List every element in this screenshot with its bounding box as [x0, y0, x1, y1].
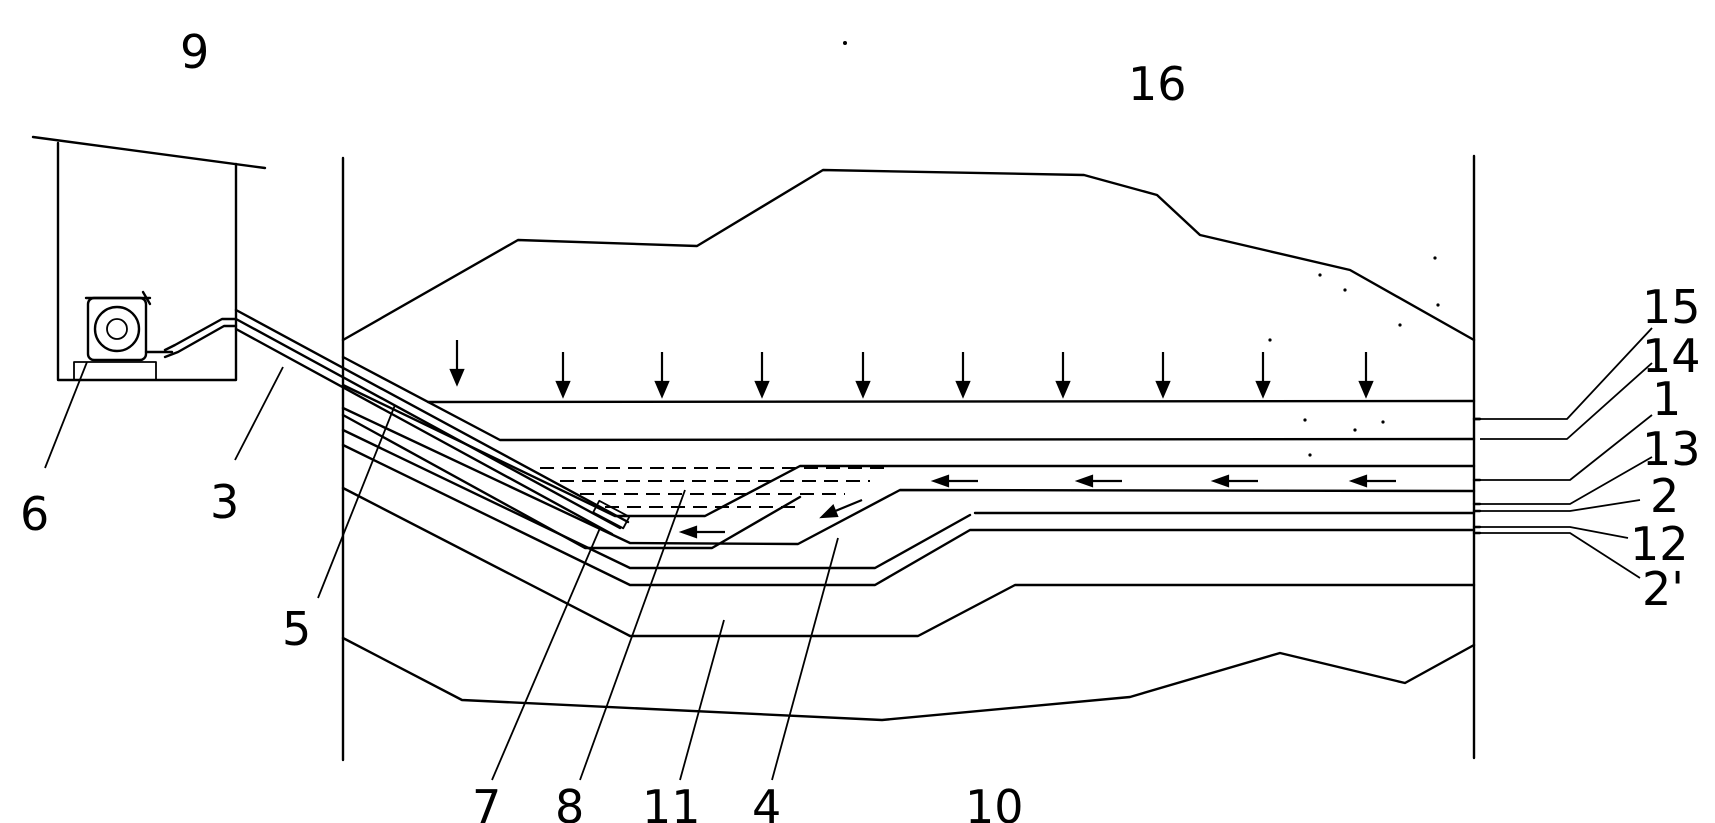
pump-house-roof: [31, 135, 267, 170]
down-arrow-icon: [754, 352, 770, 399]
inner-liner-bottom: [341, 413, 802, 550]
down-arrow-icon: [1255, 352, 1271, 399]
ground-line: [341, 636, 1476, 722]
leader-lines: [44, 327, 1653, 781]
base-layer-line: [341, 486, 1476, 638]
left-arrow-icon: [930, 474, 978, 488]
layer-12-lower-left: [341, 428, 972, 570]
left-arrow-icon: [1210, 474, 1258, 488]
label-2prime: 2': [1642, 562, 1684, 616]
leader-3: [234, 366, 284, 461]
label-3: 3: [210, 475, 239, 529]
down-arrow-icon: [1155, 352, 1171, 399]
down-arrow-icon: [855, 352, 871, 399]
label-16: 16: [1128, 57, 1187, 111]
label-5: 5: [282, 602, 311, 656]
label-14: 14: [1642, 329, 1701, 383]
waste-pile-outline: [341, 168, 1476, 342]
label-10: 10: [965, 780, 1024, 823]
leader-15: [1480, 327, 1653, 420]
layer-1-line: [341, 383, 1476, 518]
left-arrow-icon: [1074, 474, 1122, 488]
pump-house: [31, 135, 267, 382]
leader-5: [317, 404, 396, 599]
discharge-pipe: [163, 308, 631, 536]
pump-icon: [73, 290, 174, 381]
down-arrow-icon: [955, 352, 971, 399]
label-11: 11: [642, 780, 701, 823]
layer-13-line: [341, 406, 1476, 546]
inclined-pipe-bottom: [234, 327, 614, 536]
leader-11: [679, 619, 725, 781]
layer-15-line: [426, 399, 1476, 404]
leader-8: [579, 489, 686, 781]
down-arrow-icon: [1358, 352, 1374, 399]
pump-rotor: [93, 305, 141, 353]
left-arrow-icon: [819, 498, 863, 519]
speckle-dots: [843, 41, 1440, 457]
pump-riser-lower: [163, 324, 238, 359]
leader-4: [771, 537, 839, 781]
layer-12-line: [341, 443, 1476, 587]
leader-2prime: [1480, 532, 1641, 579]
down-arrow-icon: [1055, 352, 1071, 399]
flow-arrows: [678, 474, 1396, 539]
collection-zone: [540, 467, 888, 508]
label-4: 4: [752, 780, 781, 823]
pump-riser-upper: [163, 317, 238, 352]
down-arrow-icon: [449, 340, 465, 387]
label-2: 2: [1650, 469, 1679, 523]
label-7: 7: [472, 780, 501, 823]
pump-base: [73, 361, 157, 381]
inclined-pipe-mid: [234, 317, 622, 530]
pump-handle: [141, 290, 152, 306]
label-9: 9: [180, 25, 209, 79]
leader-12: [1480, 526, 1629, 539]
label-6: 6: [20, 487, 49, 541]
load-arrows: [449, 340, 1374, 399]
leader-13: [1480, 456, 1653, 505]
down-arrow-icon: [555, 352, 571, 399]
down-arrow-icon: [654, 352, 670, 399]
label-13: 13: [1642, 422, 1701, 476]
layer-14-line: [341, 355, 1476, 442]
label-12: 12: [1630, 517, 1689, 571]
pump-hub: [106, 318, 128, 340]
left-arrow-icon: [1348, 474, 1396, 488]
left-arrow-icon: [678, 525, 725, 539]
label-15: 15: [1642, 280, 1701, 334]
label-1: 1: [1652, 372, 1681, 426]
leader-7: [491, 527, 601, 781]
leader-14: [1480, 362, 1653, 440]
leader-2: [1480, 499, 1641, 512]
label-8: 8: [555, 780, 584, 823]
leader-6: [44, 361, 88, 469]
leader-1: [1480, 414, 1653, 481]
inclined-pipe-top: [234, 308, 630, 524]
